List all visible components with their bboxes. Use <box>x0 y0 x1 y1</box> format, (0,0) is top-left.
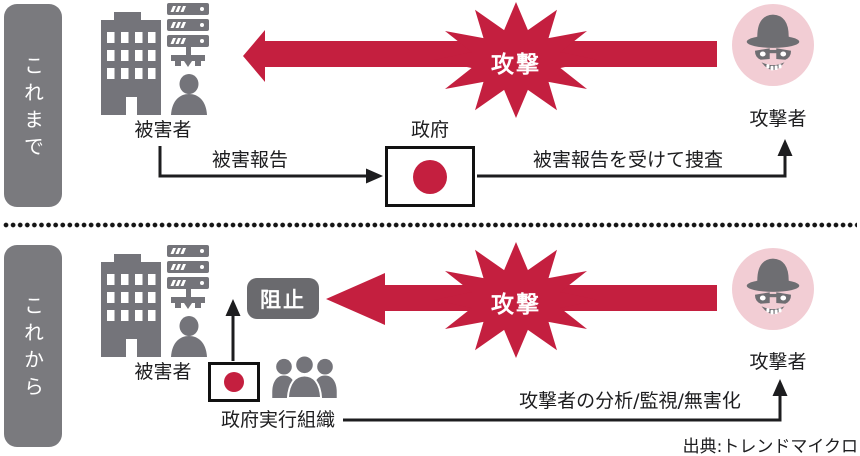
government-label: 政府 <box>410 119 449 141</box>
building-icon <box>101 254 161 357</box>
attack-label-after: 攻撃 <box>491 292 541 318</box>
report-label: 被害報告 <box>211 149 288 171</box>
source-credit: 出典:トレンドマイクロ <box>682 437 858 456</box>
starburst-icon-before <box>434 2 598 118</box>
flag-sun-icon <box>413 159 447 194</box>
era-label-before: これまで <box>20 54 45 163</box>
attacker-avatar-before <box>732 4 814 86</box>
server-icon <box>167 3 209 67</box>
investigate-label: 被害報告を受けて捜査 <box>533 149 724 171</box>
analysis-arrowhead-icon <box>772 379 788 396</box>
investigate-arrowhead-icon <box>777 139 793 156</box>
dotted-divider <box>3 222 857 228</box>
block-badge: 阻止 <box>247 278 319 319</box>
report-arrowhead-icon <box>366 168 383 184</box>
victim-label-before: 被害者 <box>134 119 192 141</box>
era-badge-after: これから <box>4 245 62 447</box>
person-icon <box>171 74 207 115</box>
server-icon <box>167 245 209 309</box>
japan-flag-icon-government <box>385 146 475 207</box>
hacker-icon <box>746 258 800 315</box>
victim-label-after: 被害者 <box>134 361 192 383</box>
era-badge-before: これまで <box>4 4 62 207</box>
attacker-avatar-after <box>732 248 814 330</box>
org-label: 政府実行組織 <box>220 409 335 431</box>
era-label-after: これから <box>20 295 45 403</box>
person-icon <box>171 316 207 357</box>
japan-flag-icon-organization <box>208 362 260 402</box>
block-arrowhead-icon <box>225 299 241 316</box>
attacker-label-after: 攻撃者 <box>749 351 807 373</box>
analysis-label: 攻撃者の分析/監視/無害化 <box>519 390 741 412</box>
hacker-icon <box>746 14 800 71</box>
flag-sun-icon <box>224 372 244 392</box>
starburst-icon-after <box>434 242 598 358</box>
building-icon <box>101 12 161 115</box>
block-label: 阻止 <box>260 287 306 312</box>
attacker-label-before: 攻撃者 <box>749 108 807 130</box>
attack-label-before: 攻撃 <box>491 52 541 78</box>
people-group-icon <box>272 356 337 398</box>
